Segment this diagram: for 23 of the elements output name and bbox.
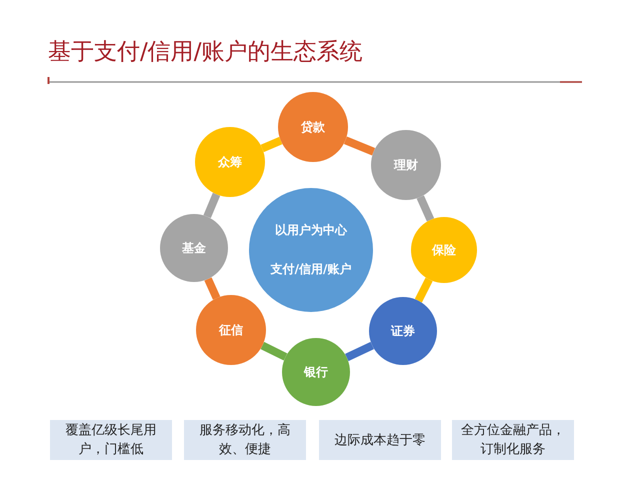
node-label: 贷款 (301, 118, 325, 136)
connector-bar (204, 277, 220, 300)
text-box: 服务移动化，高效、便捷 (184, 420, 306, 460)
node-label: 理财 (394, 156, 418, 174)
title: 基于支付/信用/账户的生态系统 (48, 38, 362, 67)
text-box: 全方位金融产品，订制化服务 (452, 420, 574, 460)
connector-bar (260, 342, 288, 361)
node-label: 支付/信用/账户 (270, 261, 352, 278)
text-box: 覆盖亿级长尾用户，门槛低 (50, 420, 172, 460)
text-box: 边际成本趋于零 (319, 420, 441, 460)
connector-bar (344, 136, 376, 156)
node-label: 征信 (219, 322, 243, 338)
node-label: 众筹 (218, 154, 242, 170)
connector-bar (414, 278, 433, 302)
connector-bar (260, 136, 282, 152)
node-label: 银行 (304, 364, 328, 380)
connector-bar (203, 192, 220, 218)
connector-bar (345, 342, 374, 362)
connector-bar (416, 195, 434, 222)
node-label: 保险 (432, 242, 456, 258)
node-label: 基金 (182, 240, 206, 256)
node-label: 以用户为中心 (275, 222, 347, 239)
node-label: 证券 (391, 322, 415, 340)
